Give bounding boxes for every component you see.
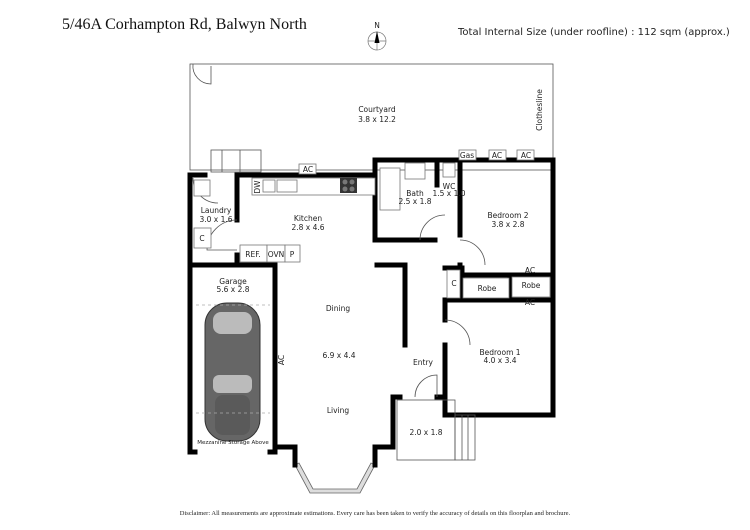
kitchen-size: 2.8 x 4.6 <box>291 223 324 232</box>
fridge-label: REF. <box>245 250 260 259</box>
bay-window <box>294 462 376 494</box>
oven-label: OVN <box>268 250 285 259</box>
ac-label: AC <box>492 151 502 160</box>
bedroom1-size: 4.0 x 3.4 <box>483 356 516 365</box>
service-labels: AC Gas AC AC AC AC AC <box>277 149 535 365</box>
laundry-tub-icon <box>193 179 211 197</box>
property-address: 5/46A Corhampton Rd, Balwyn North <box>62 16 307 33</box>
courtyard: Courtyard 3.8 x 12.2 Clothesline <box>189 63 554 173</box>
toilet-icon <box>442 162 456 178</box>
kitchen-label: Kitchen <box>294 214 322 223</box>
robe-label-1: Robe <box>478 284 497 293</box>
double-sink-icon <box>276 179 298 193</box>
disclaimer: Disclaimer: All measurements are approxi… <box>179 510 571 517</box>
porch-steps <box>454 414 476 461</box>
living-size: 6.9 x 4.4 <box>322 351 355 360</box>
ac-label: AC <box>525 298 535 307</box>
sink-icon <box>262 179 276 193</box>
porch-size: 2.0 x 1.8 <box>409 428 442 437</box>
garage-label: Garage <box>219 277 247 286</box>
laundry-label: Laundry <box>201 206 232 215</box>
compass-label: N <box>374 21 380 30</box>
north-compass-icon: N <box>367 21 387 51</box>
wc-label: WC <box>443 182 456 191</box>
bath-size: 2.5 x 1.8 <box>398 197 431 206</box>
walls <box>187 157 556 468</box>
ac-label: AC <box>303 165 313 174</box>
ac-label: AC <box>277 355 286 365</box>
basin-icon <box>404 162 426 180</box>
garage-size: 5.6 x 2.8 <box>216 285 249 294</box>
dining-label: Dining <box>326 304 350 313</box>
bedroom2-size: 3.8 x 2.8 <box>491 220 524 229</box>
robe-label-2: Robe <box>522 281 541 290</box>
gas-label: Gas <box>460 151 474 160</box>
cooktop-icon <box>340 178 357 193</box>
total-internal-size: Total Internal Size (under roofline) : 1… <box>458 27 730 38</box>
courtyard-size: 3.8 x 12.2 <box>358 115 396 124</box>
ac-label: AC <box>521 151 531 160</box>
ac-label: AC <box>525 266 535 275</box>
bathtub-icon <box>379 167 401 211</box>
clothesline-label: Clothesline <box>535 89 544 131</box>
closet-label: C <box>451 279 456 288</box>
pantry-label: P <box>290 250 295 259</box>
bedroom2-label: Bedroom 2 <box>487 211 528 220</box>
car-icon <box>196 302 270 442</box>
laundry-cupboard-label: C <box>199 234 204 243</box>
courtyard-label: Courtyard <box>358 105 396 114</box>
laundry-size: 3.0 x 1.6 <box>199 215 232 224</box>
bedroom1-label: Bedroom 1 <box>479 348 520 357</box>
bath-label: Bath <box>406 189 424 198</box>
dishwasher-label: DW <box>253 180 262 194</box>
living-label: Living <box>327 406 350 415</box>
entry-label: Entry <box>413 358 434 367</box>
doors <box>192 177 486 398</box>
wc-size: 1.5 x 1.0 <box>432 189 465 198</box>
garage-note: Mezzanine Storage Above <box>197 440 269 446</box>
